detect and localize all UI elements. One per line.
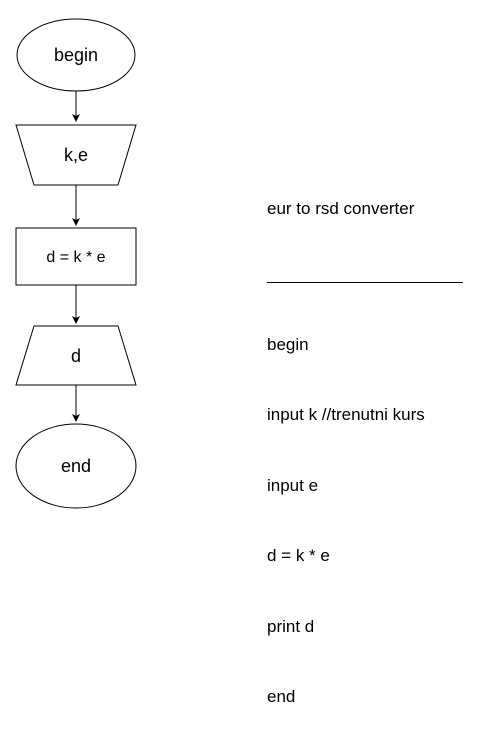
pseudocode-line: input k //trenutni kurs (267, 405, 425, 424)
end-node: end (15, 423, 137, 509)
start-node: begin (16, 18, 136, 92)
start-node-label: begin (54, 45, 98, 65)
pseudocode-panel: eur to rsd converter begin input k //tre… (267, 150, 463, 732)
pseudocode-line: print d (267, 616, 315, 636)
pseudocode-line: input e (267, 475, 319, 495)
output-node: d (15, 325, 137, 386)
process-node: d = k * e (15, 227, 137, 286)
title-underline (267, 281, 463, 283)
process-node-label: d = k * e (46, 249, 105, 266)
pseudocode-title: eur to rsd converter (267, 199, 415, 218)
pseudocode-line: end (267, 687, 296, 706)
input-node-label: k,e (64, 145, 88, 165)
end-node-label: end (61, 456, 91, 476)
output-node-label: d (71, 346, 81, 366)
flowchart: begin k,e d = k * e d end (15, 18, 137, 509)
pseudocode-line: begin (267, 334, 309, 354)
input-node: k,e (15, 124, 137, 186)
pseudocode-line: d = k * e (267, 546, 330, 565)
